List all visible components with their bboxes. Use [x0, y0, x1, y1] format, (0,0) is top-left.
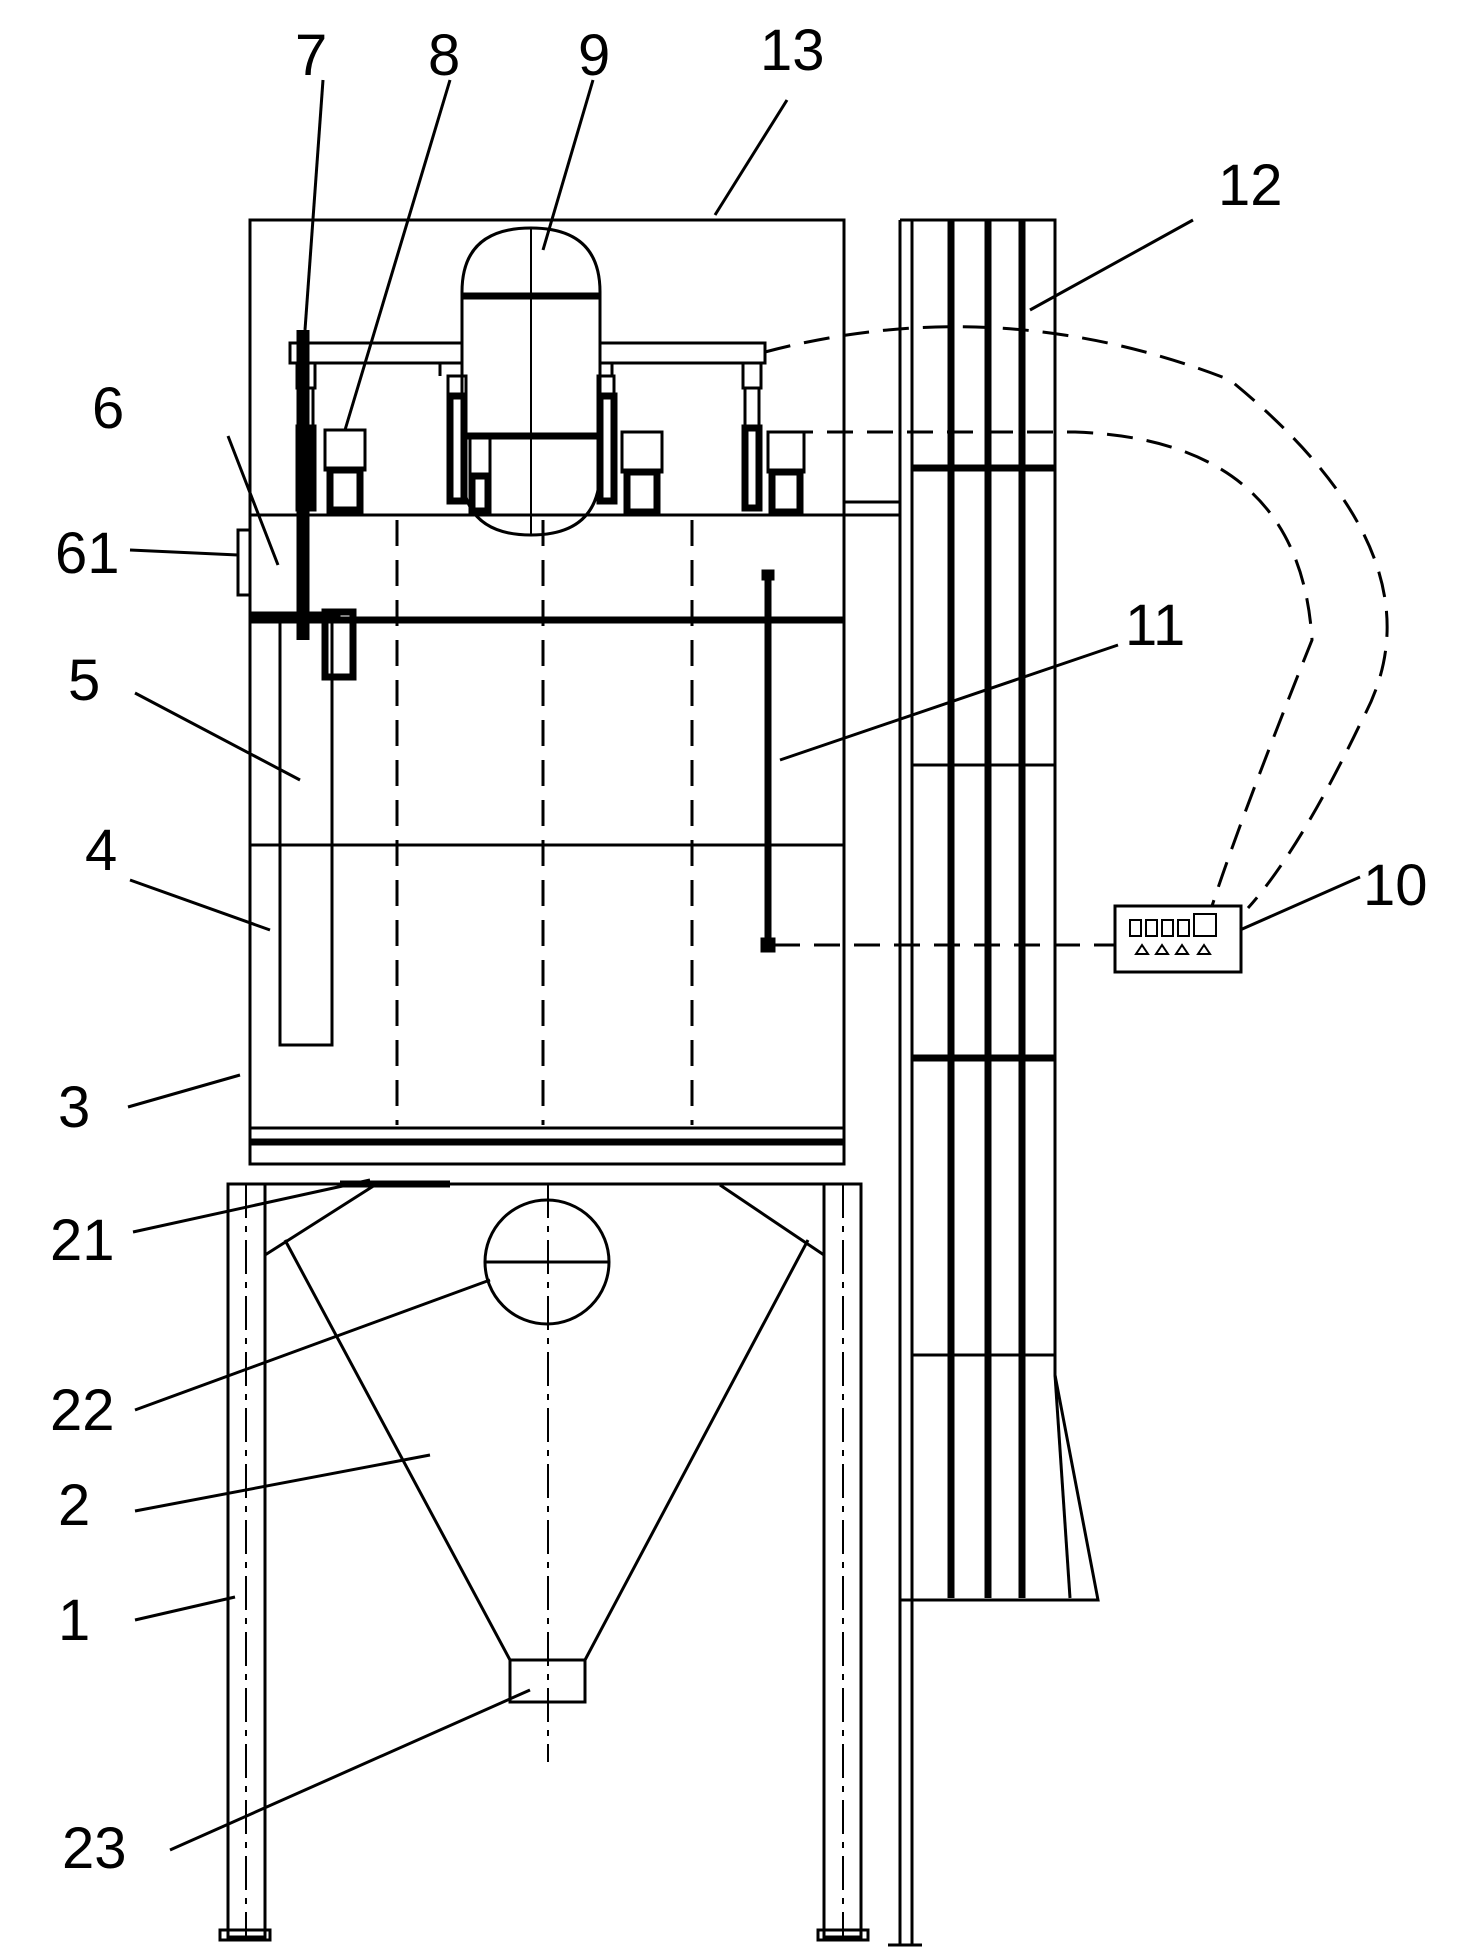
- label-8: 8: [428, 23, 460, 88]
- callout-labels: 1 2 3 4 5 6 61 7 8 9 10 11 12 13 21 22 2…: [50, 18, 1428, 1881]
- hopper-inlet: [483, 1198, 611, 1326]
- label-4: 4: [85, 818, 117, 883]
- label-23: 23: [62, 1816, 127, 1881]
- label-5: 5: [68, 648, 100, 713]
- label-21: 21: [50, 1208, 115, 1273]
- label-3: 3: [58, 1075, 90, 1140]
- base-band: [248, 1126, 846, 1166]
- label-22: 22: [50, 1378, 115, 1443]
- filter-bag: [249, 330, 357, 1047]
- hopper: [264, 1180, 825, 1762]
- level-sensor: [760, 569, 776, 953]
- label-61: 61: [55, 521, 120, 586]
- hopper-outlet: [508, 1658, 587, 1704]
- leader-lines: [127, 79, 1361, 1852]
- label-9: 9: [578, 23, 610, 88]
- inspection-door: [236, 528, 252, 597]
- label-10: 10: [1363, 853, 1428, 918]
- label-6: 6: [92, 376, 124, 441]
- air-tank: [460, 226, 602, 537]
- solenoid-valves: [323, 428, 806, 516]
- ladder: [844, 218, 1100, 1947]
- filter-box: [248, 513, 846, 1130]
- controller-box: [1113, 904, 1243, 974]
- label-1: 1: [58, 1588, 90, 1653]
- label-7: 7: [295, 23, 327, 88]
- label-2: 2: [58, 1473, 90, 1538]
- label-11: 11: [1125, 593, 1185, 658]
- label-13: 13: [760, 18, 825, 83]
- signal-lines: [764, 325, 1389, 947]
- label-12: 12: [1218, 153, 1283, 218]
- support-legs: [218, 1182, 870, 1942]
